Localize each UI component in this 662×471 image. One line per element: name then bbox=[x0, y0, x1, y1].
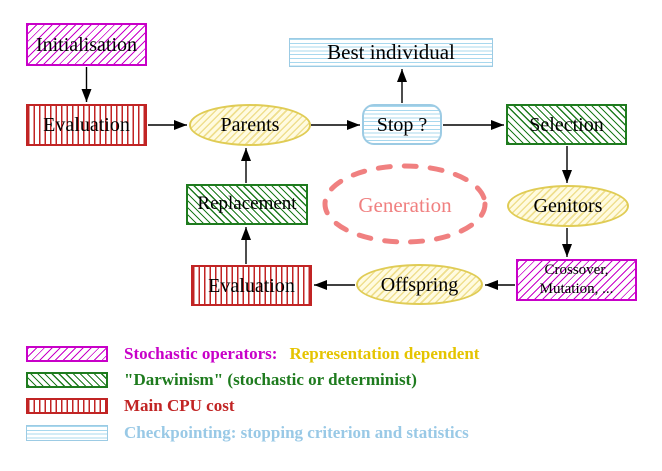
legend-label-representation-dependent: Representation dependent bbox=[289, 344, 480, 363]
legend-label-darwinism: "Darwinism" (stochastic or determinist) bbox=[124, 370, 417, 389]
node-selection: Selection bbox=[506, 104, 627, 145]
node-replacement: Replacement bbox=[186, 184, 308, 225]
legend-swatch-green-hatch bbox=[26, 372, 108, 388]
legend-item-stochastic-operators: Stochastic operators: Representation dep… bbox=[26, 344, 479, 364]
generation-label: Generation bbox=[358, 193, 452, 217]
node-stop-label: Stop ? bbox=[376, 113, 428, 136]
node-genitors-label: Genitors bbox=[533, 195, 603, 217]
node-selection-label: Selection bbox=[529, 113, 604, 136]
node-evaluation-bottom-label: Evaluation bbox=[208, 274, 295, 297]
crossover-label-line1: Crossover, bbox=[544, 262, 609, 279]
node-genitors: Genitors bbox=[507, 185, 629, 227]
legend-label-stochastic-operators: Stochastic operators: bbox=[124, 344, 278, 363]
node-initialisation: Initialisation bbox=[26, 23, 147, 66]
legend-item-darwinism: "Darwinism" (stochastic or determinist) bbox=[26, 370, 417, 390]
legend-label-checkpointing: Checkpointing: stopping criterion and st… bbox=[124, 423, 469, 442]
node-replacement-label: Replacement bbox=[197, 193, 297, 215]
node-evaluation-top: Evaluation bbox=[26, 104, 147, 146]
node-evaluation-top-label: Evaluation bbox=[43, 114, 130, 136]
crossover-label-line2: Mutation, ... bbox=[539, 281, 614, 297]
node-offspring: Offspring bbox=[356, 264, 483, 305]
node-stop: Stop ? bbox=[362, 104, 442, 145]
legend-swatch-cyan-stripes bbox=[26, 425, 108, 441]
legend-item-checkpointing: Checkpointing: stopping criterion and st… bbox=[26, 423, 469, 443]
node-best-individual-label: Best individual bbox=[327, 39, 455, 64]
node-best-individual: Best individual bbox=[289, 38, 493, 67]
node-parents: Parents bbox=[189, 104, 311, 146]
node-evaluation-bottom: Evaluation bbox=[191, 265, 312, 306]
legend-swatch-magenta-hatch bbox=[26, 346, 108, 362]
legend-label-main-cpu-cost: Main CPU cost bbox=[124, 396, 235, 415]
node-parents-label: Parents bbox=[220, 114, 280, 136]
legend-swatch-red-stripes bbox=[26, 398, 108, 414]
node-offspring-label: Offspring bbox=[380, 273, 459, 296]
node-crossover-mutation: Crossover, Mutation, ... bbox=[516, 259, 637, 301]
node-initialisation-label: Initialisation bbox=[35, 33, 138, 56]
legend-item-main-cpu-cost: Main CPU cost bbox=[26, 396, 234, 416]
